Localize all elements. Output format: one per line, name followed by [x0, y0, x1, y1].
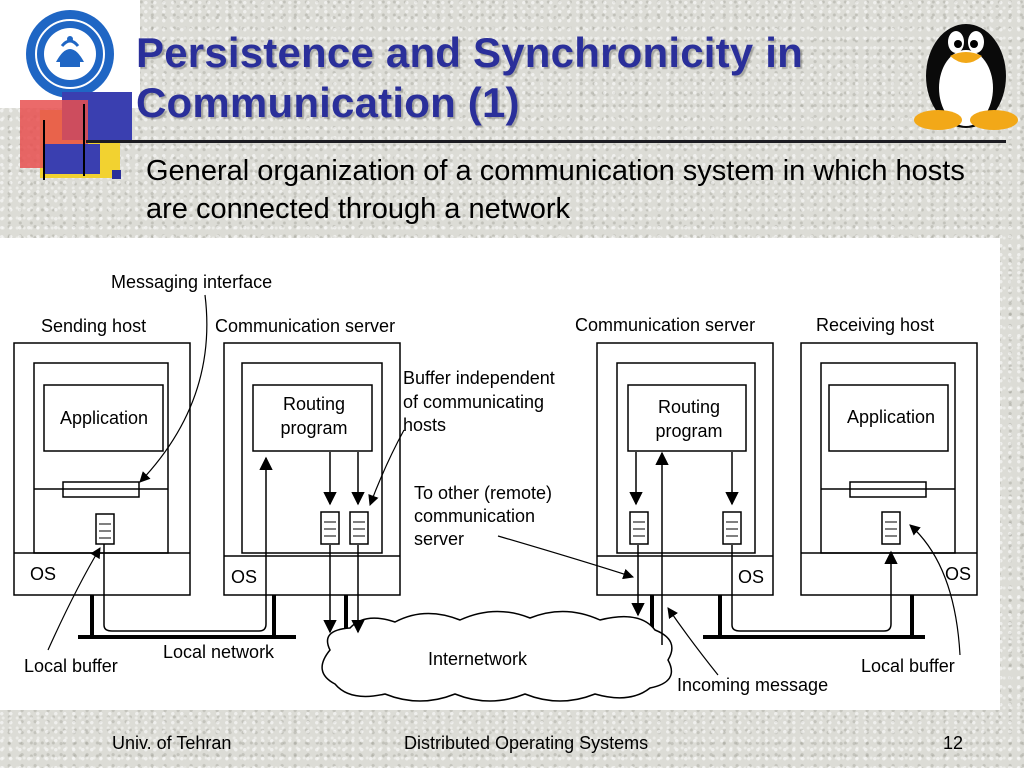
callout-local-network: Local network [163, 642, 275, 662]
receiving-local-buffer [881, 511, 901, 545]
footer-university: Univ. of Tehran [112, 733, 232, 753]
communication-system-diagram: Messaging interface Sending host Communi… [0, 238, 1000, 710]
callout-buffer-independent-3: hosts [403, 415, 446, 435]
os-label-sending: OS [30, 564, 56, 584]
comm-server-left-box [223, 342, 401, 596]
server-right-buffer-a [629, 511, 649, 545]
callout-local-buffer-right: Local buffer [861, 656, 955, 676]
server-right-buffer-b [722, 511, 742, 545]
label-sending-host: Sending host [41, 316, 146, 336]
callout-messaging-interface: Messaging interface [111, 272, 272, 292]
server-left-buffer-b [349, 511, 369, 545]
os-label-receiving: OS [945, 564, 971, 584]
sending-local-buffer [95, 513, 115, 545]
callout-local-buffer-left: Local buffer [24, 656, 118, 676]
decorative-squares [20, 92, 132, 180]
routing-program-right-box [627, 384, 747, 452]
server-left-buffer-a [320, 511, 340, 545]
slide-title-line1: Persistence and Synchronicity in [136, 29, 803, 76]
routing-left-line1: Routing [283, 394, 345, 414]
title-divider [86, 140, 1006, 143]
callout-other-server-2: communication [414, 506, 535, 526]
messaging-interface-bar [62, 481, 140, 498]
footer-page-number: 12 [943, 733, 964, 753]
routing-right-line2: program [655, 421, 722, 441]
callout-other-server-3: server [414, 529, 464, 549]
sending-host-box [13, 342, 191, 596]
label-comm-server-left: Communication server [215, 316, 395, 336]
label-comm-server-right: Communication server [575, 315, 755, 335]
callout-buffer-independent-1: Buffer independent [403, 368, 555, 388]
university-logo [0, 0, 140, 108]
callout-incoming-message: Incoming message [677, 675, 828, 695]
receiving-application-label: Application [847, 407, 935, 427]
receiving-application-box [828, 384, 949, 452]
slide-title-line2: Communication (1) [136, 79, 520, 126]
routing-right-line1: Routing [658, 397, 720, 417]
sending-application-box [43, 384, 164, 452]
routing-program-left-box [252, 384, 373, 452]
university-seal-icon [26, 10, 114, 98]
callout-internetwork: Internetwork [428, 649, 528, 669]
os-label-server-left: OS [231, 567, 257, 587]
bullet-text: General organization of a communication … [146, 155, 965, 225]
routing-left-line2: program [280, 418, 347, 438]
comm-server-right-box [596, 342, 774, 596]
callout-other-server-1: To other (remote) [414, 483, 552, 503]
tux-penguin-icon [914, 24, 1018, 130]
sending-application-label: Application [60, 408, 148, 428]
slide-title: Persistence and Synchronicity in Communi… [136, 28, 896, 128]
callout-buffer-independent-2: of communicating [403, 392, 544, 412]
bullet-square-icon [112, 170, 121, 179]
os-label-server-right: OS [738, 567, 764, 587]
receiving-host-box [800, 342, 978, 596]
label-receiving-host: Receiving host [816, 315, 934, 335]
internetwork-cloud [321, 610, 673, 702]
footer-course: Distributed Operating Systems [404, 733, 649, 753]
